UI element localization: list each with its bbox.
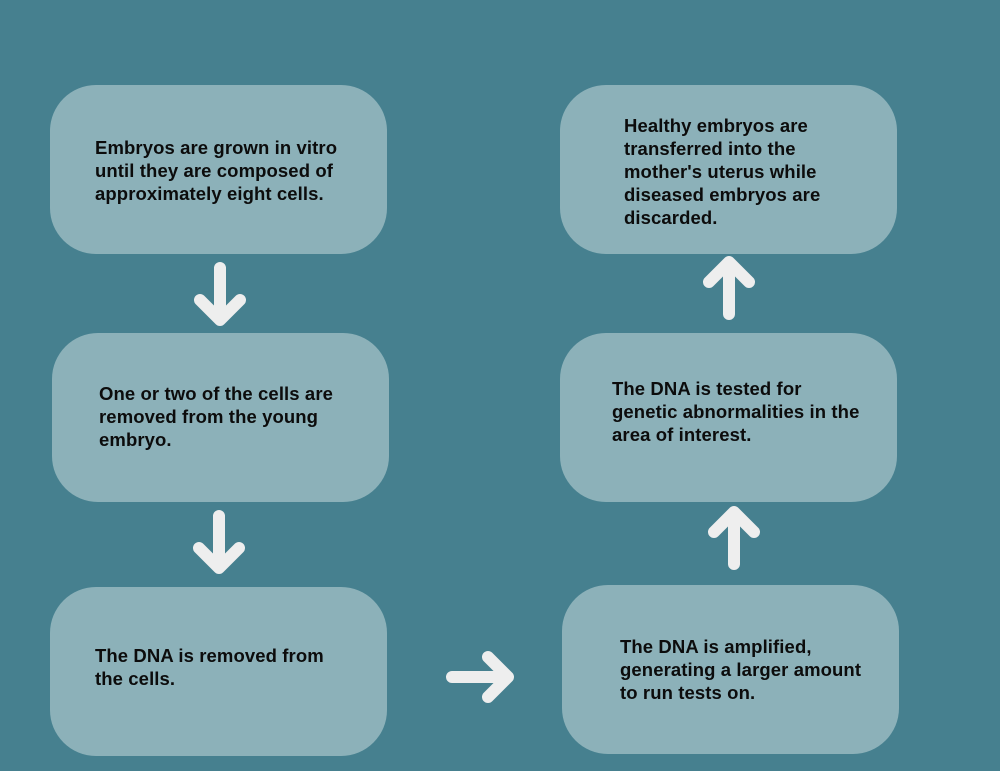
- step-3-box: The DNA is removed from the cells.: [50, 587, 387, 756]
- step-5-text: The DNA is tested for genetic abnormalit…: [612, 378, 860, 445]
- arrow-up-icon: [708, 506, 760, 570]
- arrow-right-icon: [446, 651, 514, 703]
- step-5-box: The DNA is tested for genetic abnormalit…: [560, 333, 897, 502]
- step-6-text: Healthy embryos are transferred into the…: [624, 115, 821, 228]
- arrow-down-icon: [193, 510, 245, 574]
- step-3-text: The DNA is removed from the cells.: [95, 645, 324, 689]
- step-4-text: The DNA is amplified, generating a large…: [620, 636, 862, 703]
- arrow-up-icon: [703, 256, 755, 320]
- arrow-down-icon: [194, 262, 246, 326]
- step-1-text: Embryos are grown in vitro until they ar…: [95, 137, 338, 204]
- step-2-text: One or two of the cells are removed from…: [99, 383, 334, 450]
- step-2-box: One or two of the cells are removed from…: [52, 333, 389, 502]
- step-6-box: Healthy embryos are transferred into the…: [560, 85, 897, 254]
- step-1-box: Embryos are grown in vitro until they ar…: [50, 85, 387, 254]
- step-4-box: The DNA is amplified, generating a large…: [562, 585, 899, 754]
